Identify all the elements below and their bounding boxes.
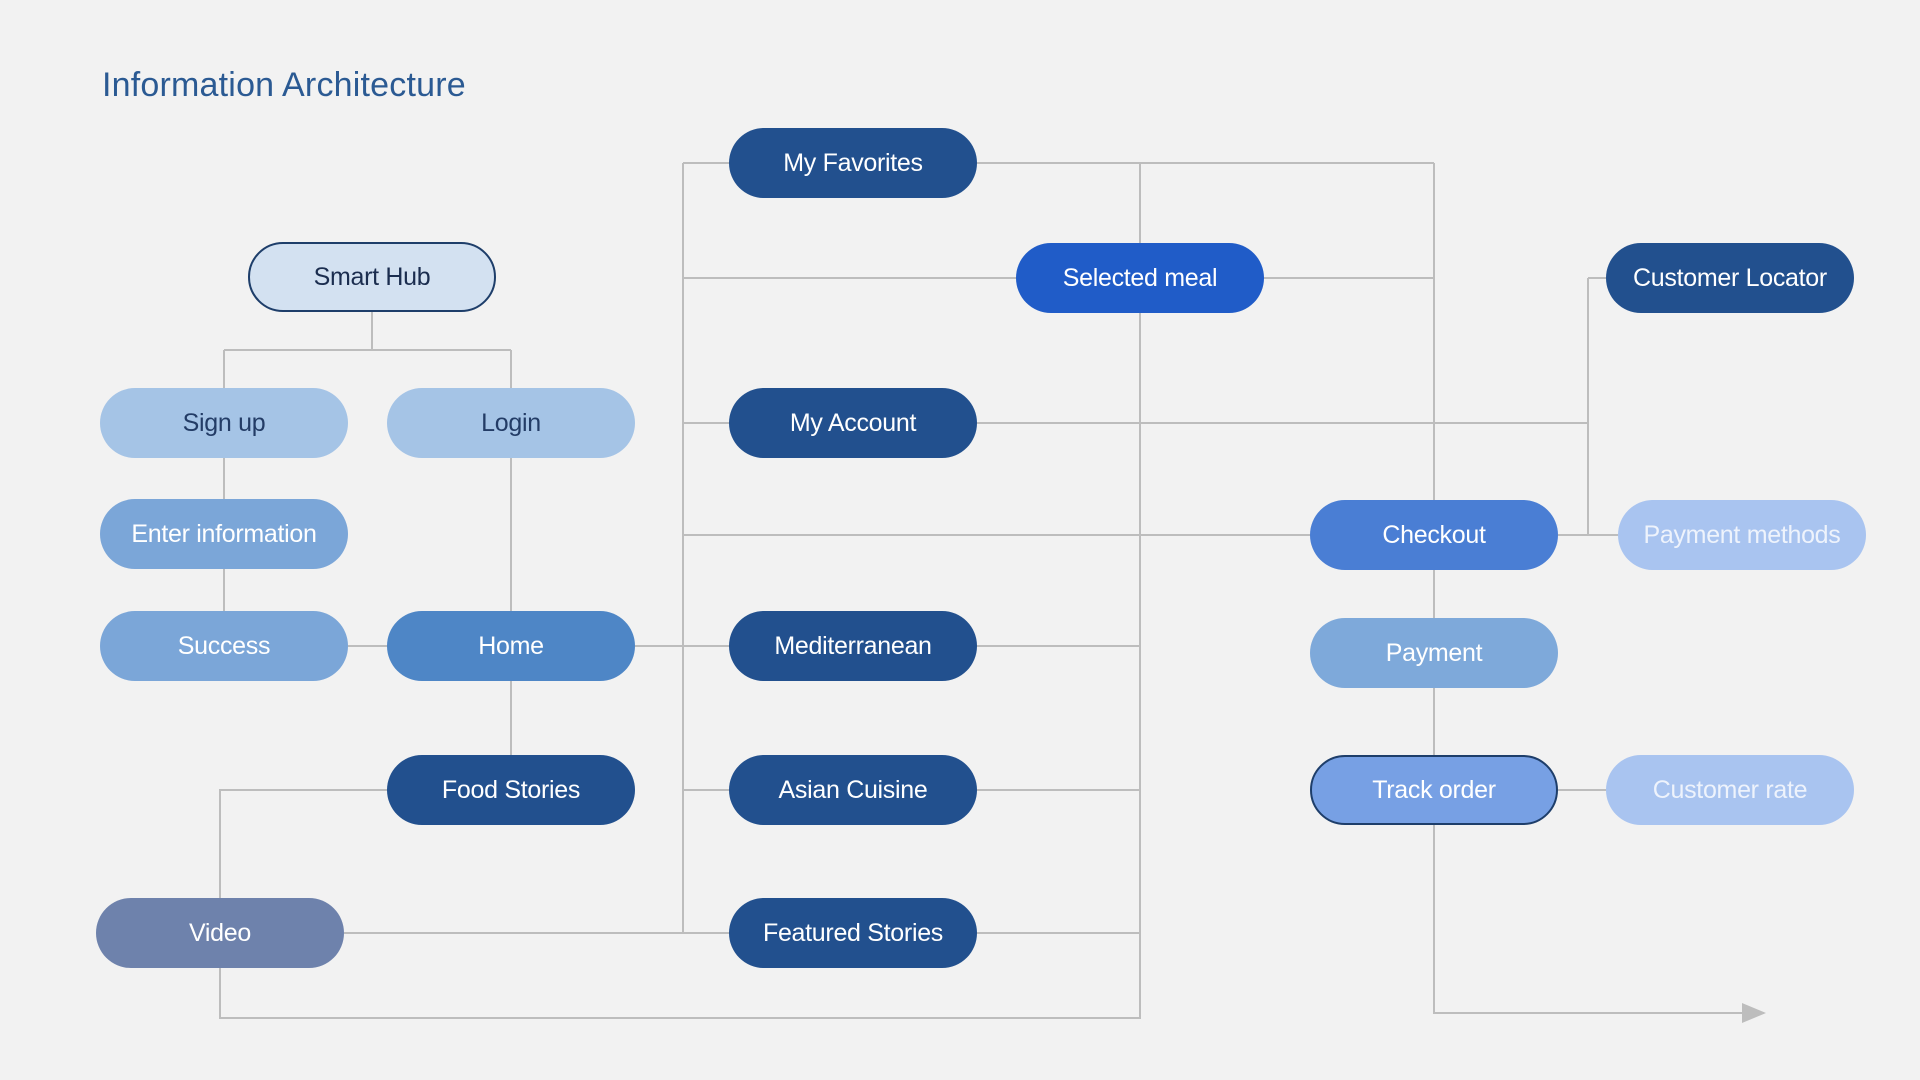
- node-success-label: Success: [177, 631, 271, 660]
- node-payment-label: Payment: [1385, 638, 1483, 667]
- node-my-account-label: My Account: [789, 408, 917, 437]
- node-selected-meal[interactable]: Selected meal: [1016, 243, 1264, 313]
- node-home[interactable]: Home: [387, 611, 635, 681]
- node-video-label: Video: [189, 918, 251, 947]
- connector-track-exit-arrow: [1433, 825, 1766, 1023]
- node-video[interactable]: Video: [96, 898, 344, 968]
- page-title: Information Architecture: [102, 66, 466, 104]
- node-food-stories-label: Food Stories: [441, 775, 581, 804]
- node-my-favorites[interactable]: My Favorites: [729, 128, 977, 198]
- node-asian-cuisine[interactable]: Asian Cuisine: [729, 755, 977, 825]
- node-mediterranean-label: Mediterranean: [774, 631, 932, 660]
- node-sign-up[interactable]: Sign up: [100, 388, 348, 458]
- node-customer-locator[interactable]: Customer Locator: [1606, 243, 1854, 313]
- node-featured-stories-label: Featured Stories: [762, 918, 943, 947]
- node-featured-stories[interactable]: Featured Stories: [729, 898, 977, 968]
- node-my-favorites-label: My Favorites: [783, 148, 923, 177]
- node-payment[interactable]: Payment: [1310, 618, 1558, 688]
- node-track-order-label: Track order: [1372, 775, 1496, 804]
- node-login[interactable]: Login: [387, 388, 635, 458]
- node-payment-methods-label: Payment methods: [1643, 520, 1841, 549]
- node-home-label: Home: [478, 631, 544, 660]
- node-login-label: Login: [481, 408, 541, 437]
- node-enter-information-label: Enter information: [131, 519, 317, 548]
- node-selected-meal-label: Selected meal: [1062, 263, 1218, 292]
- node-customer-rate[interactable]: Customer rate: [1606, 755, 1854, 825]
- node-mediterranean[interactable]: Mediterranean: [729, 611, 977, 681]
- node-asian-cuisine-label: Asian Cuisine: [778, 775, 928, 804]
- connector-video-bottom-loop: [219, 278, 1141, 1019]
- node-success[interactable]: Success: [100, 611, 348, 681]
- node-smart-hub[interactable]: Smart Hub: [248, 242, 496, 312]
- node-food-stories[interactable]: Food Stories: [387, 755, 635, 825]
- node-customer-rate-label: Customer rate: [1652, 775, 1808, 804]
- connector-foodstories-video: [219, 789, 388, 898]
- node-my-account[interactable]: My Account: [729, 388, 977, 458]
- node-smart-hub-label: Smart Hub: [313, 262, 431, 291]
- node-checkout[interactable]: Checkout: [1310, 500, 1558, 570]
- node-enter-information[interactable]: Enter information: [100, 499, 348, 569]
- node-track-order[interactable]: Track order: [1310, 755, 1558, 825]
- node-customer-locator-label: Customer Locator: [1633, 263, 1827, 292]
- node-sign-up-label: Sign up: [182, 408, 266, 437]
- node-payment-methods[interactable]: Payment methods: [1618, 500, 1866, 570]
- node-checkout-label: Checkout: [1382, 520, 1486, 549]
